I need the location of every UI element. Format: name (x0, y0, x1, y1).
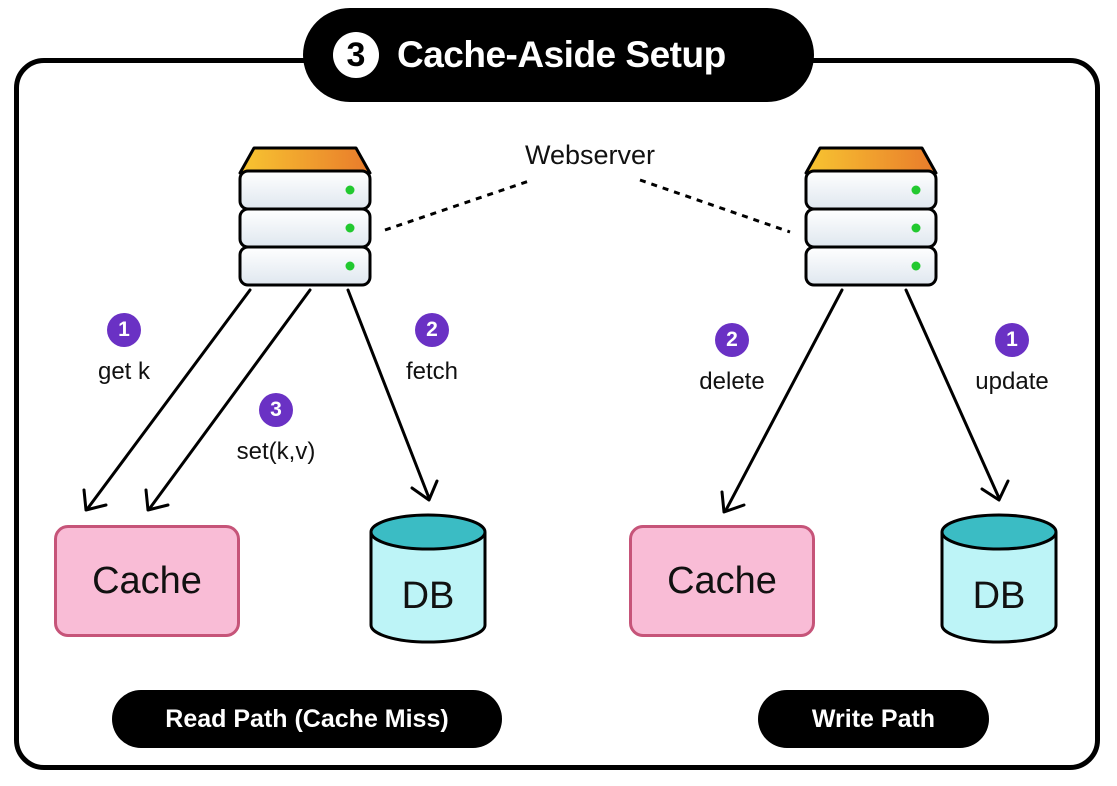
read-step-2-label: fetch (405, 358, 459, 385)
title-text: Cache-Aside Setup (397, 34, 726, 75)
db-left-icon (369, 513, 487, 644)
read-path-caption: Read Path (Cache Miss) (112, 690, 502, 748)
read-cache-box: Cache (54, 525, 240, 637)
write-step-1-label: update (975, 368, 1049, 395)
db-right-icon (940, 513, 1058, 644)
read-path-arrows (82, 288, 439, 512)
webserver-label: Webserver (524, 140, 656, 170)
title-banner: 3 Cache-Aside Setup (303, 8, 814, 102)
write-db-label: DB (972, 575, 1026, 617)
write-cache-box: Cache (629, 525, 815, 637)
write-step-2-badge: 2 (715, 323, 749, 357)
write-step-1-badge: 1 (995, 323, 1029, 357)
read-db-label: DB (401, 575, 455, 617)
webserver-dotted-connectors (384, 178, 791, 234)
read-step-1-label: get k (97, 358, 151, 385)
read-step-1-badge: 1 (107, 313, 141, 347)
title-number: 3 (333, 32, 379, 78)
write-path-caption: Write Path (758, 690, 989, 748)
read-step-3-label: set(k,v) (236, 438, 316, 465)
write-step-2-label: delete (699, 368, 765, 395)
webserver-right-icon (804, 146, 938, 287)
read-step-3-badge: 3 (259, 393, 293, 427)
read-step-2-badge: 2 (415, 313, 449, 347)
webserver-left-icon (238, 146, 372, 287)
write-path-arrows (720, 288, 1010, 514)
